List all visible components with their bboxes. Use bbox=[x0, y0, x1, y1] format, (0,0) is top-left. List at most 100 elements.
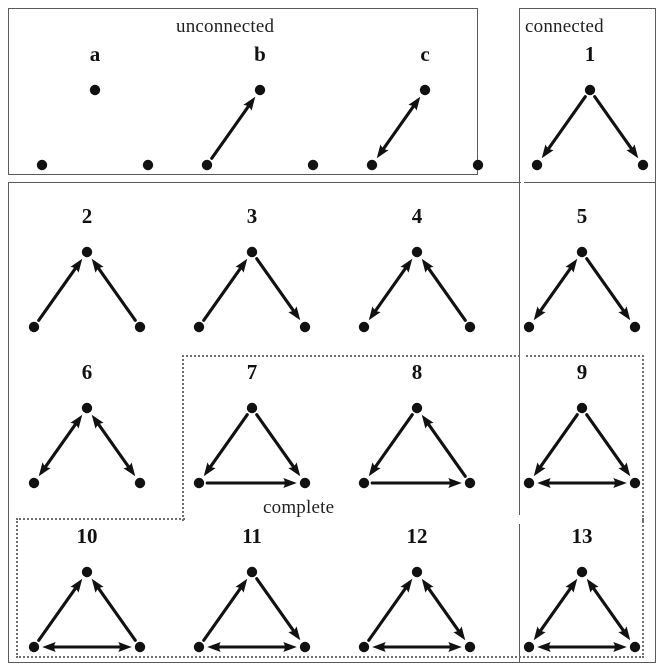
graph-canvas-2 bbox=[28, 246, 146, 333]
graph-label-2: 2 bbox=[81, 204, 93, 228]
node-top bbox=[254, 84, 266, 96]
node-left bbox=[523, 477, 535, 489]
arrowhead-right-to-top bbox=[421, 414, 434, 429]
graph-label-7: 7 bbox=[246, 360, 258, 384]
graph-a: a bbox=[20, 44, 170, 176]
graph-canvas-a bbox=[36, 84, 154, 171]
graph-canvas-1 bbox=[531, 84, 649, 171]
edge-left-top bbox=[42, 420, 79, 471]
graph-5: 5 bbox=[507, 206, 657, 338]
node-right bbox=[629, 321, 641, 333]
arrowhead-right-to-left bbox=[537, 478, 551, 488]
graph-canvas-4 bbox=[358, 246, 476, 333]
arrowhead-top-to-left bbox=[533, 462, 546, 477]
graph-canvas-3 bbox=[193, 246, 311, 333]
node-right bbox=[464, 477, 476, 489]
node-top bbox=[576, 566, 588, 578]
graph-6: 6 bbox=[12, 362, 162, 494]
node-top bbox=[419, 84, 431, 96]
arrowhead-top-to-left bbox=[541, 144, 554, 159]
edge-right-top bbox=[95, 584, 137, 642]
node-top bbox=[246, 246, 258, 258]
arrowhead-left-to-right bbox=[448, 642, 462, 652]
edge-top-left bbox=[545, 95, 587, 153]
node-left bbox=[193, 641, 205, 653]
edge-left-top bbox=[380, 102, 417, 153]
arrowhead-top-to-left bbox=[376, 144, 389, 159]
node-top bbox=[411, 566, 423, 578]
edge-top-left bbox=[537, 413, 579, 471]
edge-right-top bbox=[425, 584, 462, 635]
graph-label-11: 11 bbox=[242, 524, 262, 548]
arrowhead-top-to-right bbox=[288, 626, 301, 641]
arrowhead-right-to-top bbox=[421, 258, 434, 273]
arrowhead-left-to-top bbox=[565, 258, 578, 273]
graph-label-c: c bbox=[420, 42, 430, 66]
node-left bbox=[358, 321, 370, 333]
arrowhead-right-to-top bbox=[586, 578, 599, 593]
node-top bbox=[411, 402, 423, 414]
node-right bbox=[134, 321, 146, 333]
arrowhead-top-to-left bbox=[368, 462, 381, 477]
arrowhead-right-to-left bbox=[42, 642, 56, 652]
graph-12: 12 bbox=[342, 526, 492, 658]
node-left bbox=[366, 159, 378, 171]
node-top bbox=[89, 84, 101, 96]
graph-canvas-11 bbox=[193, 566, 311, 653]
graph-canvas-b bbox=[201, 84, 319, 171]
arrowhead-top-to-left bbox=[203, 462, 216, 477]
arrowhead-right-to-top bbox=[91, 414, 104, 429]
node-top bbox=[246, 566, 258, 578]
edge-left-top bbox=[210, 102, 252, 160]
node-left bbox=[523, 641, 535, 653]
node-right bbox=[464, 321, 476, 333]
graph-canvas-7 bbox=[193, 402, 311, 489]
arrowhead-left-to-right bbox=[283, 478, 297, 488]
graph-canvas-12 bbox=[358, 566, 476, 653]
arrowhead-top-to-right bbox=[123, 462, 136, 477]
region-label-connected: connected bbox=[525, 16, 604, 37]
arrowhead-top-to-left bbox=[533, 626, 546, 641]
graph-b: b bbox=[185, 44, 335, 176]
dotted-join-mask-b bbox=[185, 515, 641, 521]
arrowhead-left-to-top bbox=[235, 258, 248, 273]
node-top bbox=[411, 246, 423, 258]
graph-canvas-10 bbox=[28, 566, 146, 653]
node-right bbox=[134, 641, 146, 653]
edge-top-right bbox=[255, 257, 297, 315]
edge-left-top bbox=[372, 264, 409, 315]
arrowhead-top-to-right bbox=[618, 306, 631, 321]
node-right bbox=[307, 159, 319, 171]
edge-left-top bbox=[537, 584, 574, 635]
arrowhead-top-to-left bbox=[368, 306, 381, 321]
edge-top-right bbox=[593, 95, 635, 153]
node-top bbox=[576, 402, 588, 414]
edge-right-top bbox=[425, 420, 467, 478]
arrowhead-left-to-right bbox=[613, 478, 627, 488]
arrowhead-top-to-right bbox=[288, 306, 301, 321]
arrowhead-left-to-top bbox=[565, 578, 578, 593]
node-right bbox=[472, 159, 484, 171]
arrowhead-left-to-top bbox=[235, 578, 248, 593]
edge-top-right bbox=[585, 413, 627, 471]
node-left bbox=[523, 321, 535, 333]
node-left bbox=[28, 641, 40, 653]
graph-13: 13 bbox=[507, 526, 657, 658]
graph-7: 7 bbox=[177, 360, 327, 494]
graph-1: 1 bbox=[515, 44, 664, 176]
node-left bbox=[358, 477, 370, 489]
node-left bbox=[28, 477, 40, 489]
arrowhead-top-to-right bbox=[288, 462, 301, 477]
node-left bbox=[531, 159, 543, 171]
graph-label-8: 8 bbox=[411, 360, 423, 384]
graph-canvas-9 bbox=[523, 402, 641, 489]
arrowhead-top-to-right bbox=[618, 462, 631, 477]
edge-left-top bbox=[37, 584, 79, 642]
node-top bbox=[246, 402, 258, 414]
graph-3: 3 bbox=[177, 206, 327, 338]
region-frame-unconnected bbox=[8, 8, 478, 175]
graph-label-4: 4 bbox=[411, 204, 423, 228]
edge-top-left bbox=[207, 413, 249, 471]
node-top bbox=[81, 246, 93, 258]
